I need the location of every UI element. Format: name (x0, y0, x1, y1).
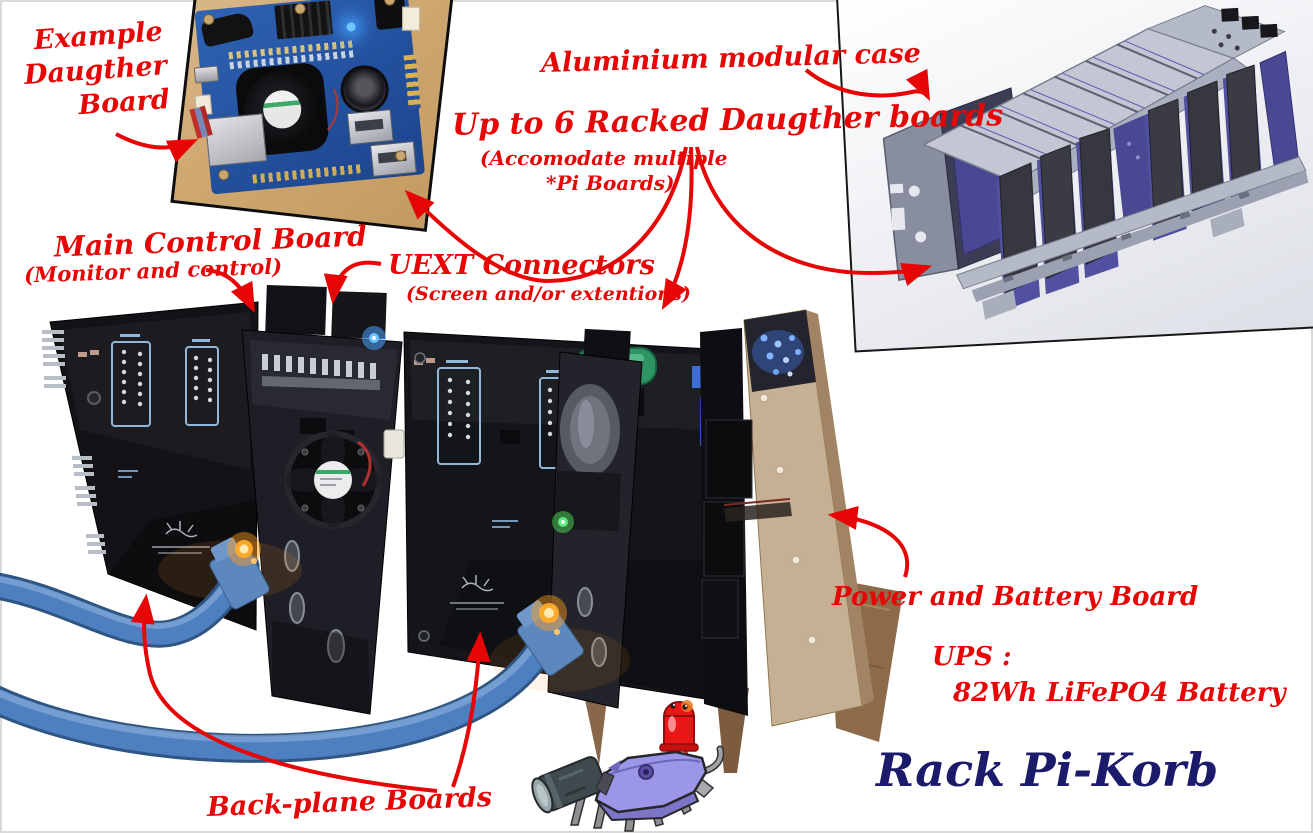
bug-logo-silkscreen-icon (461, 575, 494, 592)
white-connector-icon (383, 429, 405, 459)
uext-connector-icon (265, 285, 327, 336)
page-title: Rack Pi-Korb (876, 743, 1219, 797)
label-backplane-boards: Back-plane Boards (206, 782, 493, 823)
ethernet-cable-icon (0, 537, 270, 648)
uext-connector-icon (331, 291, 387, 339)
sd-slot-icon (204, 113, 268, 167)
blue-terminal-blocks-icon (692, 366, 730, 486)
fan-icon (284, 431, 382, 529)
arrow-power-board (827, 506, 910, 578)
label-line: Board (77, 83, 171, 121)
arrow-backplane-mid (451, 631, 491, 788)
usb-port-icon (370, 140, 417, 178)
daughter-board-pcb (189, 0, 426, 195)
power-battery-board-figure (700, 309, 874, 727)
cad-case-render (836, 0, 1313, 353)
slot-silkscreen-icon (111, 334, 219, 427)
orange-led-icon (531, 595, 567, 635)
orange-led-icon (227, 532, 261, 566)
main-control-board-figure (241, 285, 405, 715)
daughter-board-photo (170, 0, 454, 232)
blue-led-cluster-icon (752, 330, 804, 377)
pin-header-icon (262, 354, 376, 379)
green-capacitor-icon (575, 347, 657, 385)
card-edge-fingers-icon (42, 330, 106, 554)
aluminium-case-icon (882, 5, 1309, 320)
label-ups-battery: 82Wh LiFePO4 Battery (953, 678, 1286, 708)
backplane-board-right (403, 331, 730, 701)
micro-usb-icon (193, 65, 220, 84)
solder-pads-icon (252, 163, 365, 184)
label-uext-sub: (Screen and/or extentions) (406, 283, 691, 305)
card-edge-fingers-icon (403, 54, 421, 110)
label-ups: UPS : (932, 642, 1012, 672)
usb-port-icon (346, 109, 394, 146)
label-racked-boards-sub2: *Pi Boards) (546, 171, 675, 195)
backplane-board-left (42, 301, 259, 631)
power-connectors-icon (1211, 7, 1278, 51)
blue-led-icon (346, 22, 356, 32)
capacitor-head-icon (531, 756, 607, 814)
assembly-photo (0, 285, 903, 773)
label-uext-connectors: UEXT Connectors (388, 250, 655, 281)
bug-logo-silkscreen-icon (165, 521, 198, 538)
blue-led-icon (362, 326, 386, 350)
ethernet-cable-icon (0, 600, 584, 763)
green-led-icon (552, 511, 574, 533)
arrow-uext (323, 260, 382, 305)
pcb-bug-mascot (531, 700, 725, 832)
white-connector-icon (401, 6, 421, 31)
arrow-backplane-left (130, 593, 438, 793)
daughter-board-edge-right (547, 328, 643, 709)
label-power-battery-board: Power and Battery Board (832, 582, 1199, 612)
power-inductor-icon (338, 63, 391, 116)
label-example-daughter-board: Example Daugther Board (21, 15, 171, 126)
red-led-icon (659, 700, 699, 756)
label-racked-boards-sub1: (Accomodate multiple (480, 146, 728, 170)
